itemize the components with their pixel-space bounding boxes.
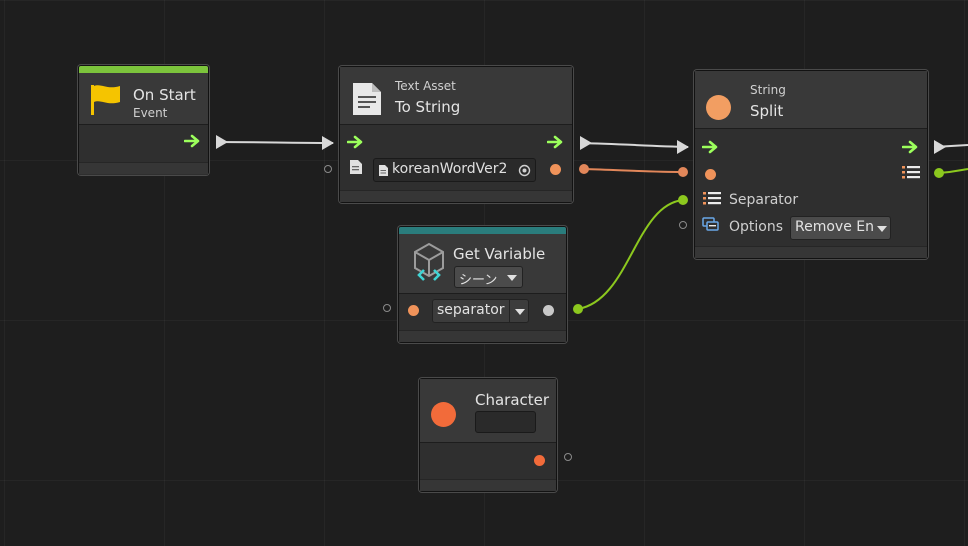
options-dropdown[interactable]: Remove En bbox=[790, 216, 891, 240]
flow-wire-arrow bbox=[216, 135, 228, 149]
object-picker-icon[interactable] bbox=[518, 164, 531, 177]
character-node[interactable]: Character bbox=[419, 378, 557, 492]
flow-output-arrow-icon[interactable] bbox=[184, 134, 202, 148]
options-input-port[interactable] bbox=[679, 221, 687, 229]
variable-scope-dropdown[interactable]: シーン bbox=[454, 266, 523, 288]
variable-scope-value: シーン bbox=[459, 273, 498, 288]
node-footer bbox=[420, 479, 556, 491]
node-body bbox=[420, 443, 556, 482]
list-wire-split-out bbox=[938, 168, 968, 174]
character-output-port[interactable] bbox=[534, 455, 545, 466]
text-asset-port-icon bbox=[350, 160, 362, 174]
variable-name-value: separator bbox=[437, 302, 505, 318]
options-value: Remove En bbox=[795, 219, 874, 235]
character-output-hollow-port[interactable] bbox=[564, 453, 572, 461]
separator-wire-end bbox=[678, 195, 688, 205]
value-output-port[interactable] bbox=[543, 305, 554, 316]
node-subtitle: Text Asset bbox=[395, 79, 456, 93]
string-wire-end bbox=[678, 167, 688, 177]
node-title: Get Variable bbox=[453, 245, 546, 263]
chevron-down-icon bbox=[507, 275, 517, 281]
unity-variable-icon bbox=[414, 242, 444, 281]
variable-name-dropdown[interactable]: separator bbox=[432, 299, 529, 323]
separator-label: Separator bbox=[729, 192, 799, 208]
node-subtitle: String bbox=[750, 83, 786, 97]
text-asset-to-string-node[interactable]: Text Asset To String koreanWord bbox=[339, 66, 573, 203]
node-footer bbox=[79, 162, 208, 174]
text-asset-file-icon bbox=[379, 165, 388, 176]
node-header[interactable]: Character bbox=[420, 379, 556, 443]
flow-output-arrow-icon[interactable] bbox=[902, 140, 920, 154]
chevron-down-icon bbox=[515, 309, 525, 315]
chevron-down-icon bbox=[877, 226, 887, 232]
flow-wire-arrow bbox=[934, 140, 946, 154]
character-type-icon bbox=[431, 402, 456, 427]
variable-name-input-port[interactable] bbox=[408, 305, 419, 316]
node-header[interactable]: Get Variable シーン bbox=[399, 234, 566, 294]
string-type-icon bbox=[706, 95, 731, 120]
flag-icon bbox=[91, 85, 120, 115]
string-output-port[interactable] bbox=[550, 164, 561, 175]
event-color-bar bbox=[79, 66, 208, 73]
get-variable-input-port[interactable] bbox=[383, 304, 391, 312]
text-asset-input-port[interactable] bbox=[324, 165, 332, 173]
separator-wire-end bbox=[573, 304, 583, 314]
string-wire-end bbox=[579, 164, 589, 174]
node-footer bbox=[399, 330, 566, 342]
list-wire-end bbox=[934, 168, 944, 178]
document-icon bbox=[353, 83, 381, 115]
string-input-port[interactable] bbox=[705, 169, 716, 180]
flow-input-arrow-icon[interactable] bbox=[347, 135, 365, 149]
options-label: Options bbox=[729, 219, 784, 235]
flow-output-arrow-icon[interactable] bbox=[547, 135, 565, 149]
flow-wire-tostring-to-split bbox=[579, 142, 689, 148]
node-title: Character bbox=[475, 391, 550, 409]
node-title: On Start bbox=[133, 86, 196, 104]
text-asset-value: koreanWordVer2 bbox=[392, 161, 508, 177]
node-header[interactable]: On Start Event bbox=[79, 73, 208, 125]
node-footer bbox=[340, 190, 572, 202]
options-enum-icon bbox=[702, 217, 719, 231]
flow-wire-arrow bbox=[580, 136, 592, 150]
node-title: Split bbox=[750, 102, 784, 120]
node-body: koreanWordVer2 bbox=[340, 125, 572, 192]
character-input-field[interactable] bbox=[475, 411, 536, 433]
on-start-node[interactable]: On Start Event bbox=[78, 65, 209, 175]
flow-wire-arrow bbox=[677, 140, 689, 154]
text-asset-field[interactable]: koreanWordVer2 bbox=[373, 158, 536, 182]
flow-wire-start-to-tostring bbox=[215, 141, 334, 144]
node-footer bbox=[695, 246, 927, 258]
node-subtitle: Event bbox=[133, 106, 168, 120]
node-title: To String bbox=[395, 98, 461, 116]
flow-wire-arrow bbox=[322, 136, 334, 150]
flow-input-arrow-icon[interactable] bbox=[702, 140, 720, 154]
string-split-node[interactable]: String Split bbox=[694, 70, 928, 259]
node-header[interactable]: String Split bbox=[695, 71, 927, 129]
list-input-icon bbox=[703, 192, 721, 205]
node-header[interactable]: Text Asset To String bbox=[340, 67, 572, 125]
string-wire-tostring-to-split bbox=[583, 168, 684, 173]
variable-color-bar bbox=[399, 227, 566, 234]
flow-wire-split-out bbox=[933, 144, 968, 148]
list-output-icon[interactable] bbox=[902, 165, 920, 180]
node-body: separator bbox=[399, 294, 566, 333]
get-variable-node[interactable]: Get Variable シーン separator bbox=[398, 226, 567, 343]
node-body: Separator Options Remove En bbox=[695, 129, 927, 248]
separator-wire bbox=[577, 199, 684, 310]
dropdown-divider bbox=[509, 300, 510, 322]
